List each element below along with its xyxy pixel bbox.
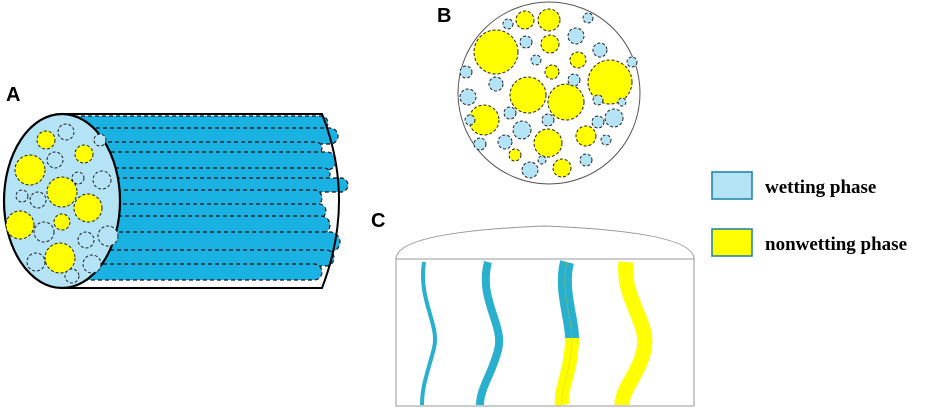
panel-c-label: C	[371, 210, 385, 232]
legend-label-wetting: wetting phase	[765, 177, 876, 198]
panel-b-cross-section: B	[437, 1, 641, 185]
channel-frame-cap	[395, 225, 695, 260]
panel-c-channels: C	[371, 210, 695, 407]
channel-1-wetting	[420, 261, 438, 406]
panel-a-label: A	[6, 84, 20, 106]
legend-swatch-wetting	[711, 171, 753, 200]
legend: wetting phase nonwetting phase	[711, 171, 907, 257]
legend-item-nonwetting: nonwetting phase	[711, 228, 907, 257]
front-face-pores	[5, 123, 119, 284]
legend-label-nonwetting: nonwetting phase	[765, 234, 907, 255]
channel-3-outline	[561, 261, 573, 406]
cylinder-outline	[62, 113, 340, 289]
channel-4-nonwetting	[614, 261, 653, 406]
legend-item-wetting: wetting phase	[711, 171, 876, 200]
channel-2-wetting	[476, 260, 504, 406]
panel-a-capillary-bundle: A	[2, 84, 349, 290]
capillary-tubes	[59, 115, 349, 281]
cross-section-pores	[459, 8, 638, 179]
legend-swatch-nonwetting	[711, 228, 753, 257]
panel-b-label: B	[437, 5, 451, 27]
